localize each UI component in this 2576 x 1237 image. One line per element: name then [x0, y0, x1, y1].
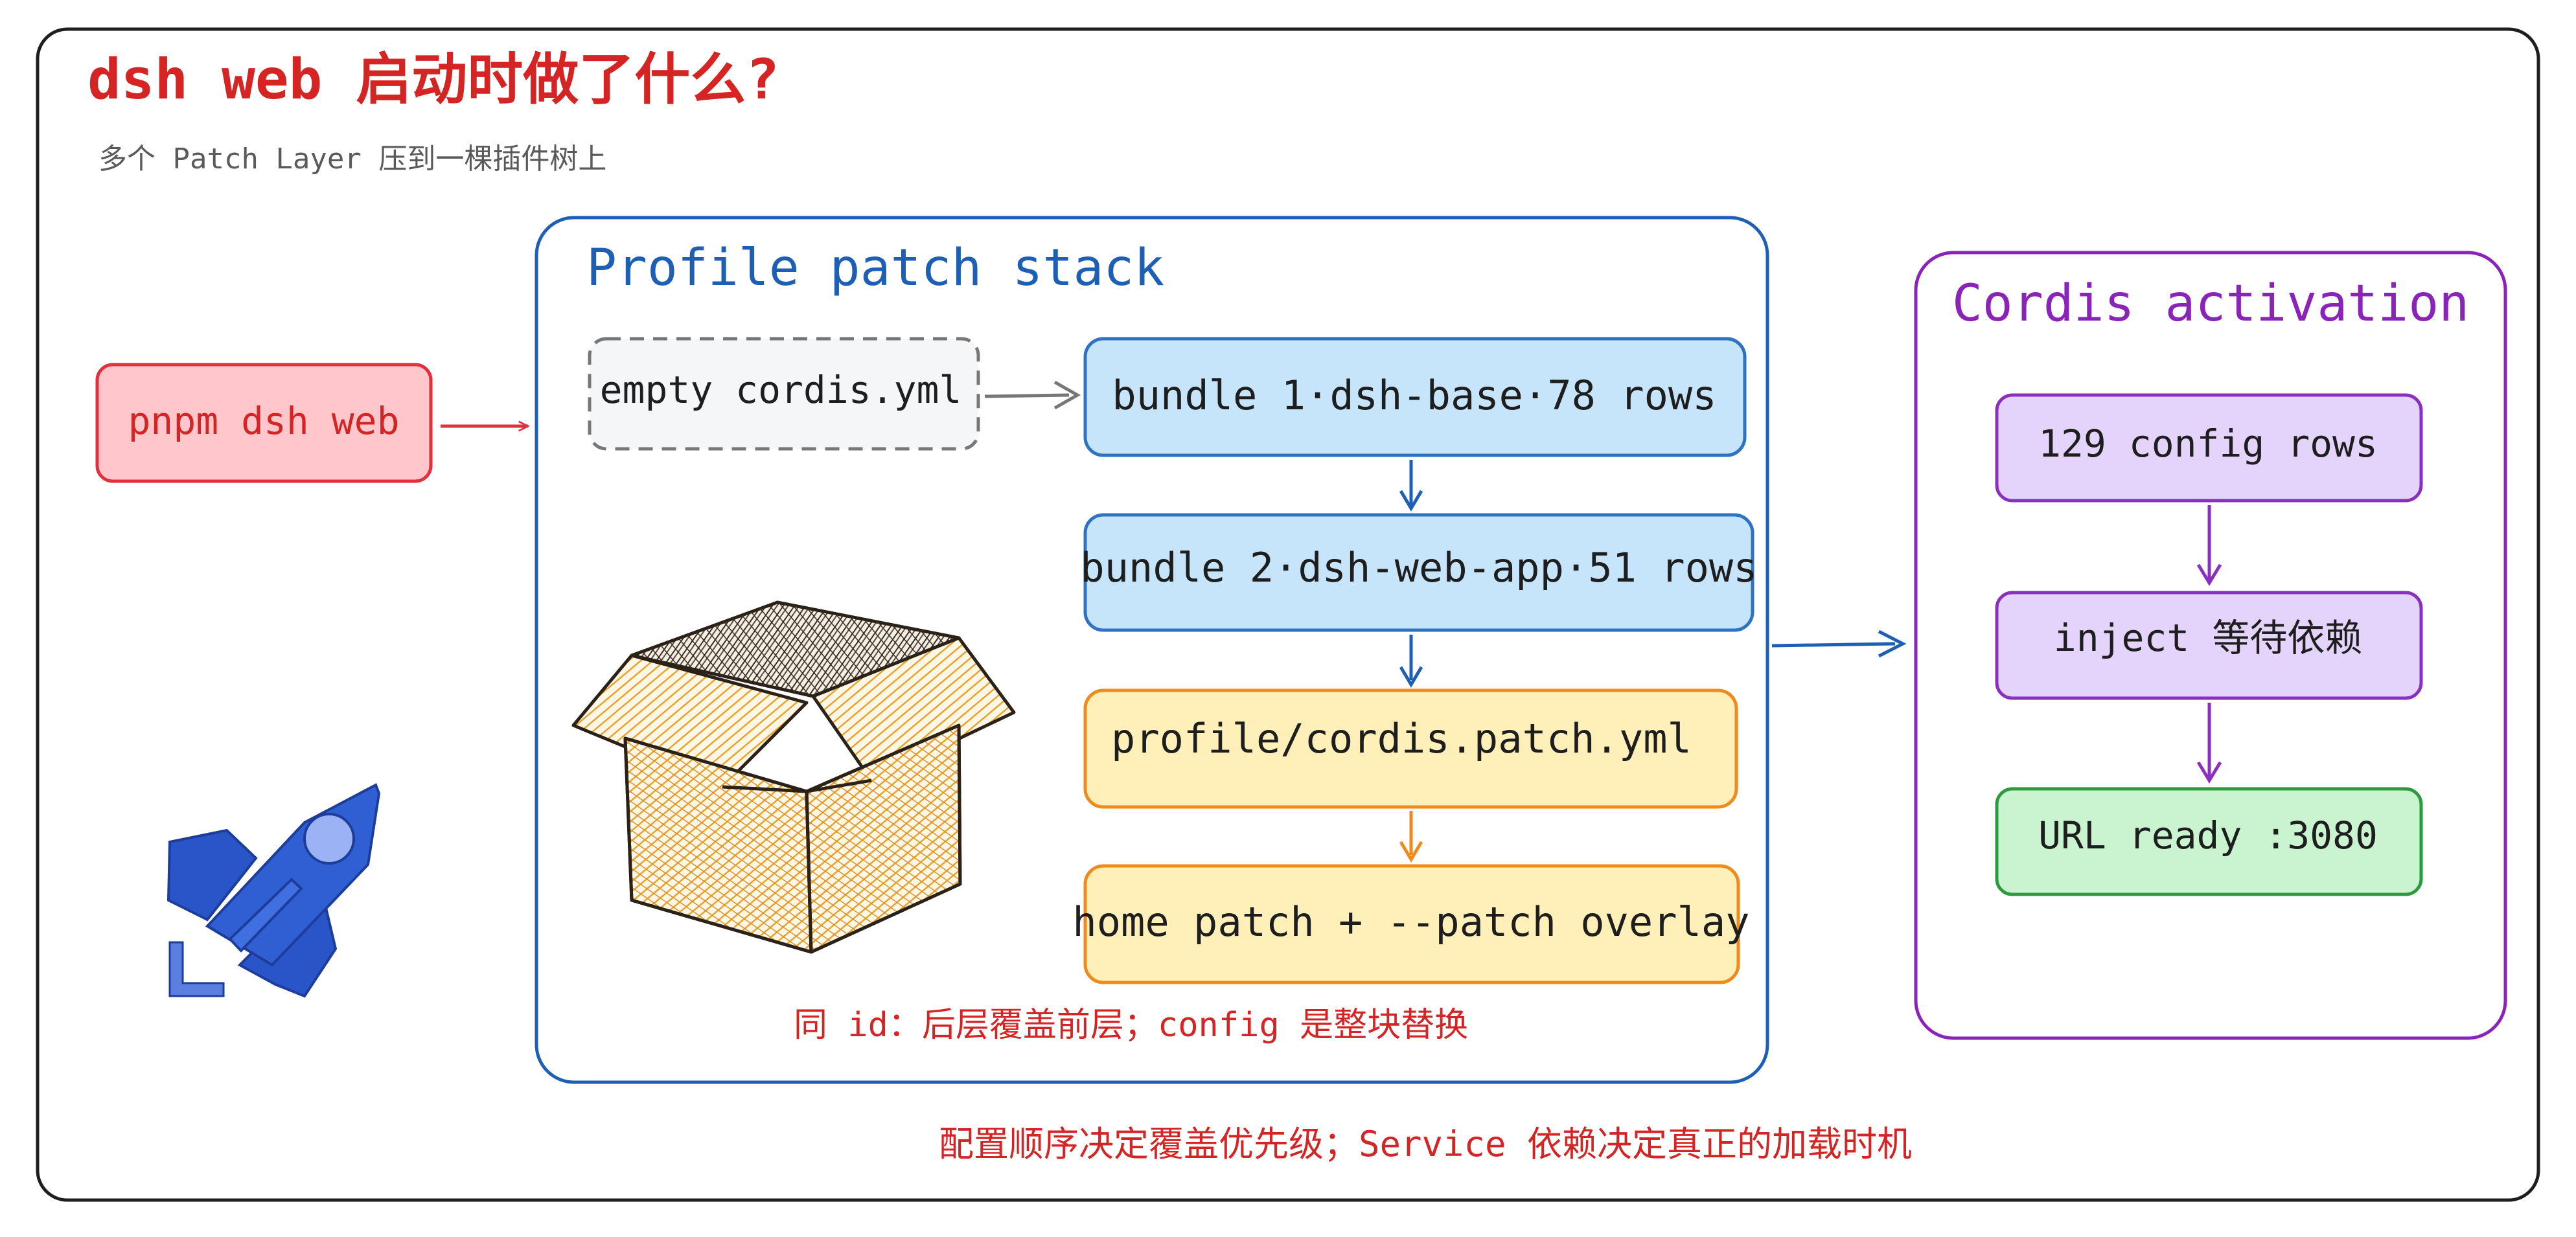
activation-step-inject	[1995, 591, 2423, 700]
layer-bundle-1-label: bundle 1·dsh-base·78 rows	[1112, 372, 1716, 419]
layer-bundle-1	[1083, 337, 1747, 457]
arrowhead-profile-to-home	[1399, 841, 1423, 863]
cordis-activation-container	[1914, 251, 2507, 1040]
arrow-empty-to-bundle1	[984, 393, 1070, 398]
arrowhead-stack-to-activation	[1878, 630, 1907, 658]
activation-step-url-ready	[1995, 787, 2423, 896]
arrowhead-empty-to-bundle1	[1053, 380, 1081, 410]
activation-title: Cordis activation	[1952, 275, 2469, 333]
command-label: pnpm dsh web	[128, 399, 399, 443]
arrowhead-inject-to-ready	[2196, 761, 2222, 784]
profile-patch-stack-container	[535, 216, 1769, 1084]
layer-bundle-2	[1083, 513, 1754, 632]
page-subtitle: 多个 Patch Layer 压到一棵插件树上	[98, 142, 606, 176]
layer-home-patch-label: home patch + --patch overlay	[1072, 898, 1749, 946]
stack-note: 同 id：后层覆盖前层；config 是整块替换	[794, 1006, 1468, 1045]
layer-profile-patch	[1083, 688, 1738, 809]
arrowhead-bundle2-to-profile	[1399, 666, 1423, 688]
page-title: dsh web 启动时做了什么?	[87, 47, 779, 112]
layer-home-patch	[1083, 864, 1740, 984]
empty-config-label: empty cordis.yml	[600, 368, 962, 412]
activation-step-url-ready-label: URL ready :3080	[2038, 813, 2378, 857]
empty-config-box	[588, 337, 980, 451]
arrowhead-bundle1-to-bundle2	[1399, 490, 1423, 512]
rocket-icon	[167, 783, 381, 998]
layer-bundle-2-label: bundle 2·dsh-web-app·51 rows	[1080, 544, 1757, 591]
activation-step-config-rows	[1995, 393, 2423, 503]
layer-profile-patch-label: profile/cordis.patch.yml	[1111, 715, 1692, 762]
open-cardboard-box-icon	[571, 600, 1016, 954]
arrowhead-config-to-inject	[2196, 563, 2222, 586]
footer-note: 配置顺序决定覆盖优先级；Service 依赖决定真正的加载时机	[939, 1124, 1912, 1164]
activation-step-config-rows-label: 129 config rows	[2038, 422, 2378, 466]
command-box	[95, 363, 433, 483]
stack-title: Profile patch stack	[586, 239, 1164, 297]
activation-step-inject-label: inject 等待依赖	[2054, 616, 2362, 660]
arrow-stack-to-activation	[1771, 642, 1896, 648]
